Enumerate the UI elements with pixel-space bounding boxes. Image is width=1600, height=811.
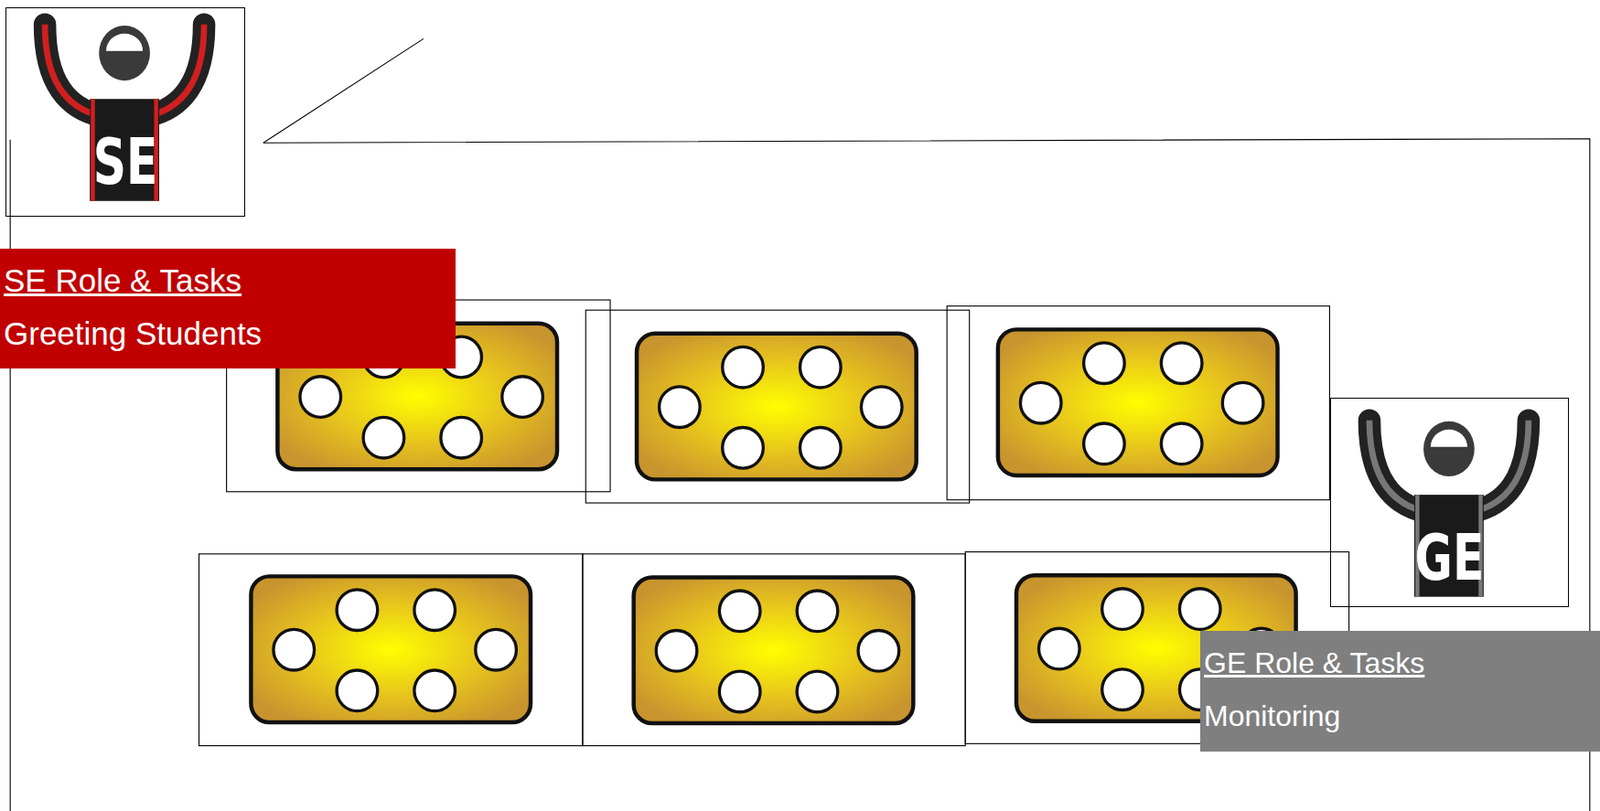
role-initials: SE — [39, 129, 211, 194]
role-heading: GE Role & Tasks — [1203, 636, 1595, 690]
role-heading: SE Role & Tasks — [3, 254, 451, 308]
role-icon: GE — [1330, 397, 1569, 608]
role-initials: GE — [1363, 526, 1535, 591]
role-task: Greeting Students — [3, 307, 451, 361]
role-band: GE Role & TasksMonitoring — [1200, 631, 1600, 752]
role-icon: SE — [5, 7, 246, 217]
role-task: Monitoring — [1203, 689, 1595, 743]
role-band: SE Role & TasksGreeting Students — [0, 248, 456, 369]
